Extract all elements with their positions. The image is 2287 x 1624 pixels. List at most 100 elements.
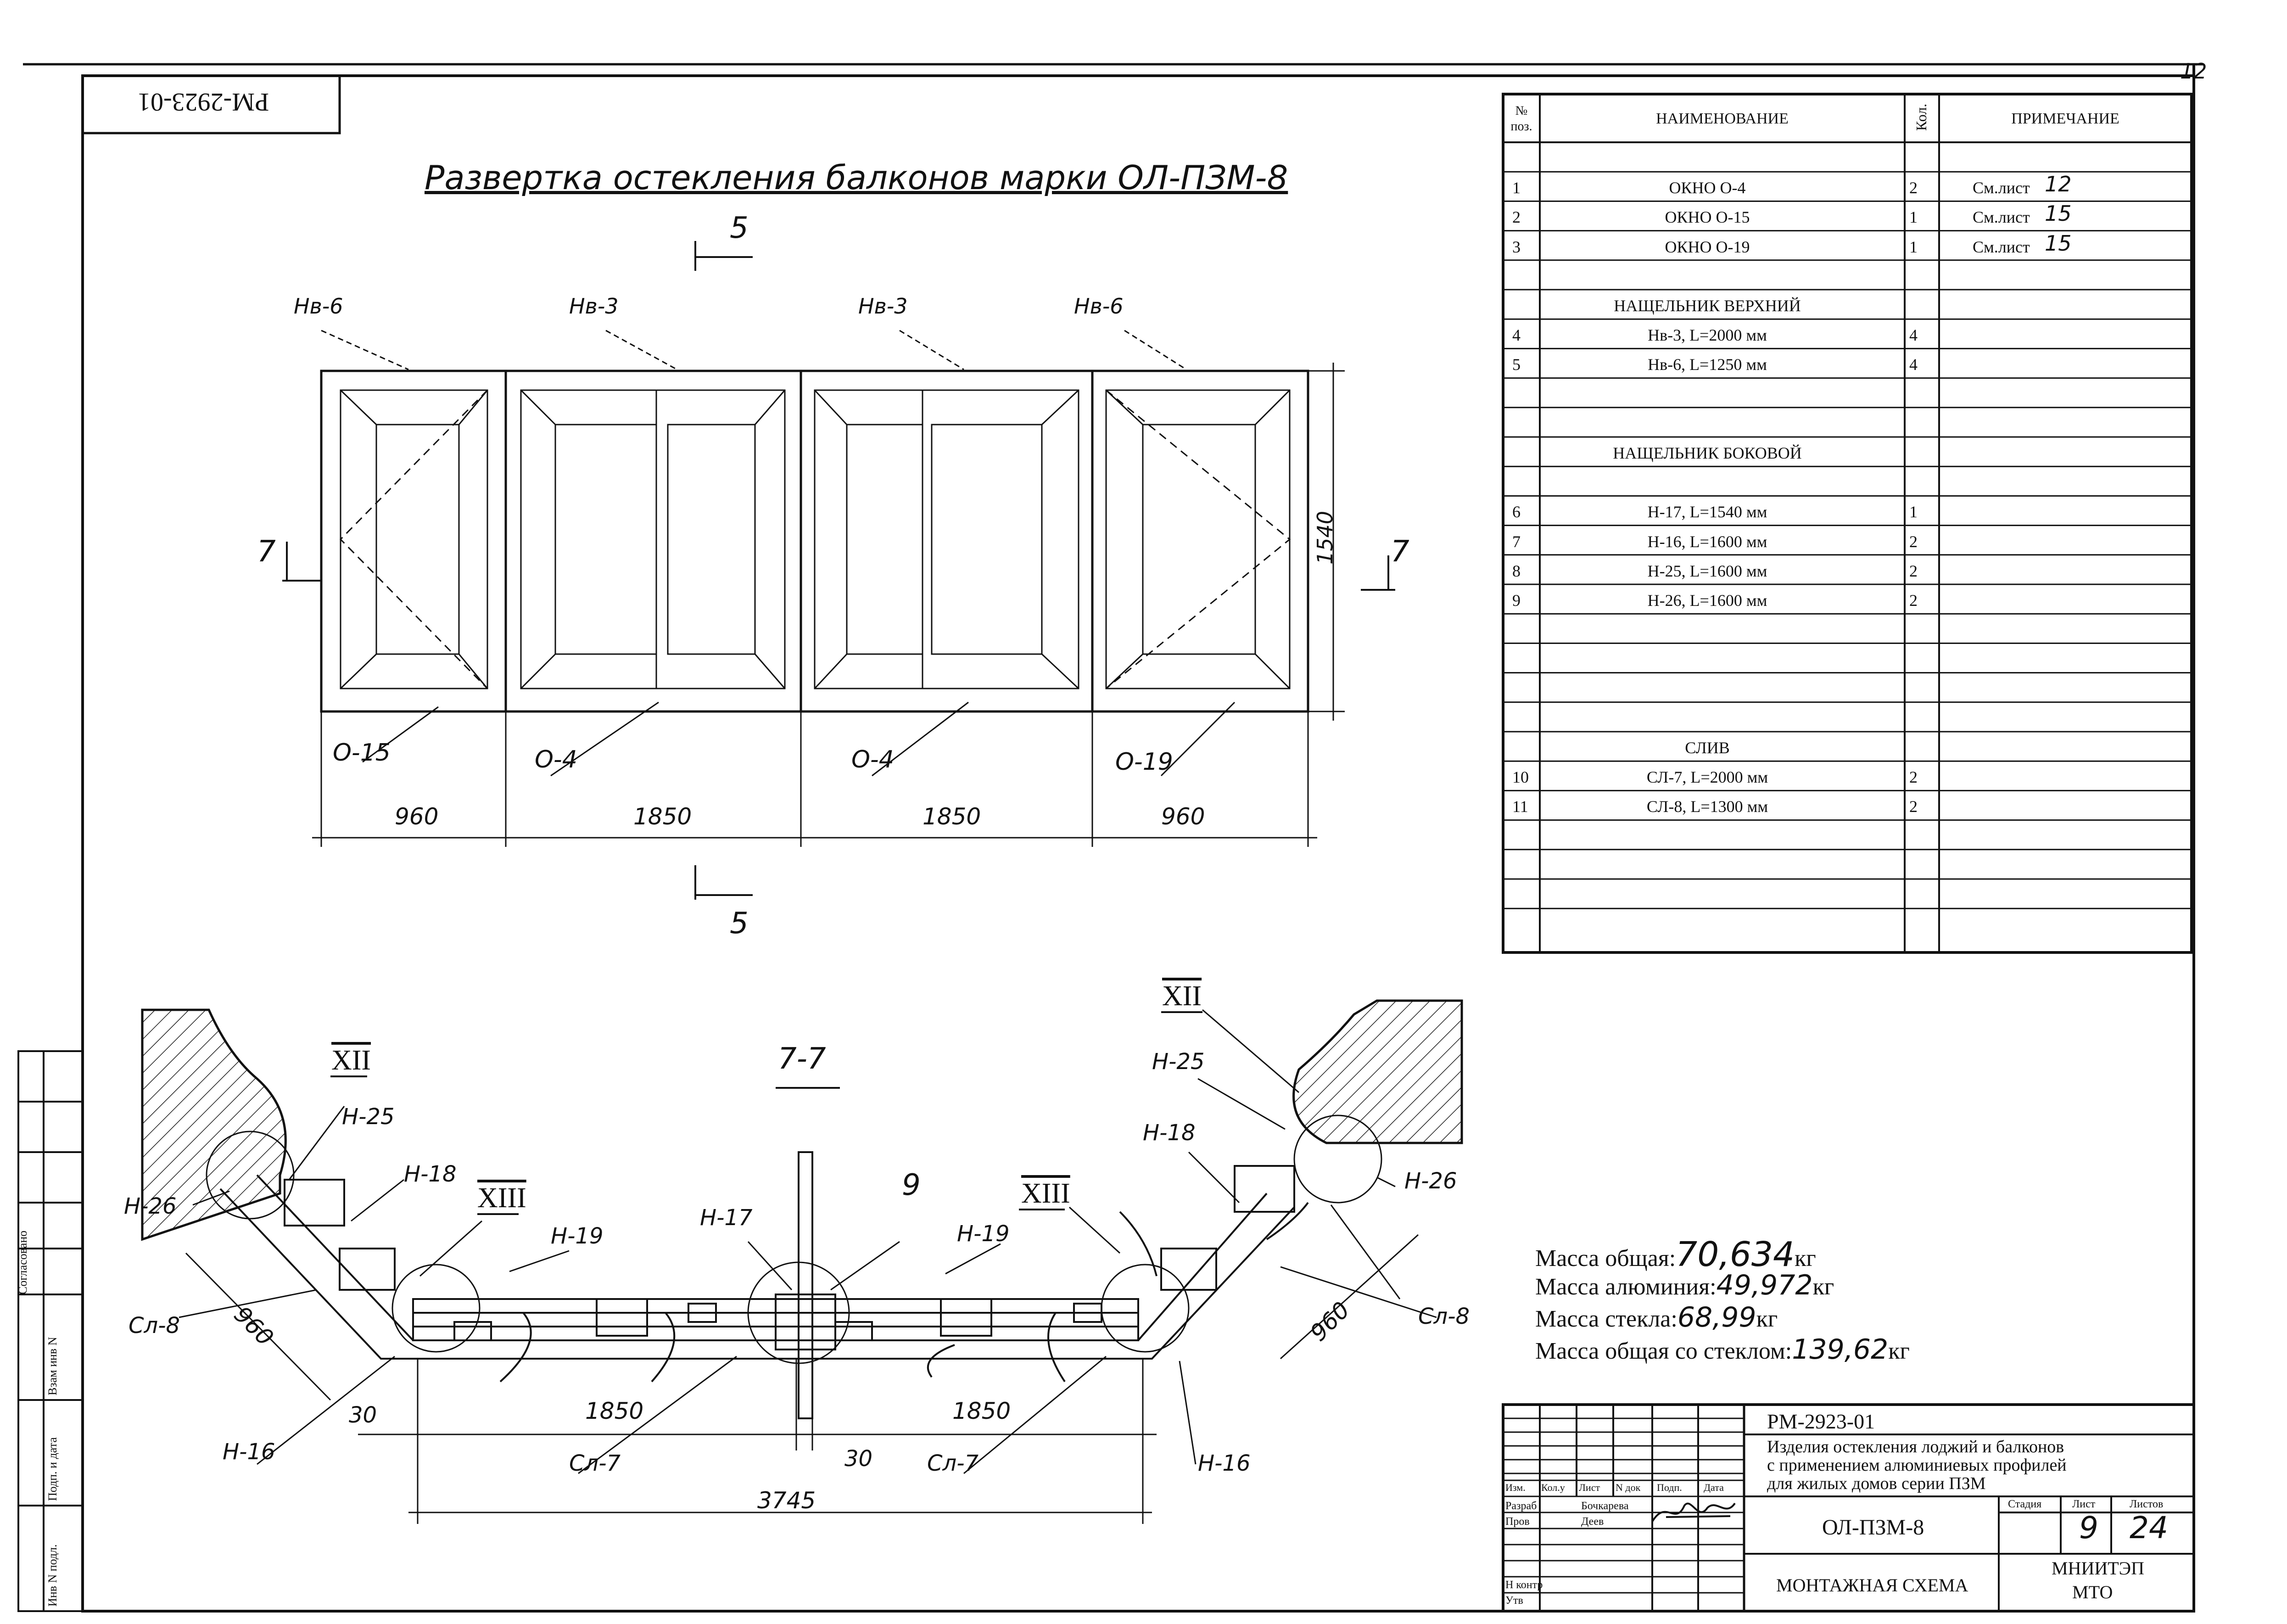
mass-total-value: 70,634 bbox=[1676, 1235, 1795, 1274]
spec-note-sheet: 15 bbox=[2045, 201, 2072, 226]
label-h16-right: Н-16 bbox=[1198, 1450, 1251, 1476]
mass-with-glass-value: 139,62 bbox=[1792, 1333, 1889, 1366]
mass-with-glass-unit: кг bbox=[1888, 1338, 1910, 1364]
stamp-list-label: Лист bbox=[2072, 1498, 2096, 1510]
spec-pos: 3 bbox=[1512, 237, 1521, 256]
mass-alu-unit: кг bbox=[1812, 1274, 1834, 1300]
window-o19 bbox=[1105, 389, 1291, 689]
detail-xii-left: XII bbox=[331, 1045, 371, 1076]
glazing-profile bbox=[219, 1151, 1309, 1419]
wall-right bbox=[1292, 999, 1463, 1144]
stamp-col-podp: Подп. bbox=[1657, 1482, 1682, 1493]
stamp-desc-1: Изделия остекления лоджий и балконов bbox=[1767, 1437, 2064, 1456]
label-sl7-left: Сл-7 bbox=[569, 1450, 621, 1476]
label-h19-left: Н-19 bbox=[551, 1223, 604, 1249]
label-h17: Н-17 bbox=[700, 1205, 753, 1231]
section-5-bottom: 5 bbox=[730, 907, 749, 941]
mass-total-label: Масса общая: bbox=[1535, 1245, 1676, 1271]
dim-30-left: 30 bbox=[349, 1402, 377, 1428]
mass-total-unit: кг bbox=[1795, 1245, 1816, 1271]
spec-row: 11 СЛ-8, L=1300 мм 2 bbox=[1503, 790, 2192, 820]
side-podp-data: Подп. и дата bbox=[46, 1437, 59, 1501]
width-960-left: 960 bbox=[395, 803, 439, 830]
spec-name: СЛ-8, L=1300 мм bbox=[1646, 797, 1768, 816]
section-5-top: 5 bbox=[730, 211, 749, 245]
dimension-lines bbox=[312, 363, 1345, 847]
spec-header-pos: № поз. bbox=[1510, 104, 1532, 134]
drawing-title: Развертка остекления балконов марки ОЛ-П… bbox=[425, 158, 1288, 197]
side-soglasovano: Согласовано bbox=[16, 1230, 29, 1294]
sheet-frame bbox=[23, 63, 2203, 1613]
spec-pos: 11 bbox=[1512, 797, 1528, 816]
label-nv3-right: Нв-3 bbox=[858, 294, 908, 319]
spec-qty: 4 bbox=[1909, 355, 1918, 374]
stamp-razrab: Разраб bbox=[1505, 1500, 1537, 1512]
spec-pos: 7 bbox=[1512, 532, 1521, 551]
stamp-lists-number: 24 bbox=[2130, 1510, 2168, 1546]
label-sl8-right: Сл-8 bbox=[1418, 1304, 1470, 1329]
spec-qty: 4 bbox=[1909, 326, 1918, 345]
stamp-prov: Пров bbox=[1505, 1516, 1530, 1528]
title-block-rows bbox=[1503, 1417, 1744, 1594]
stamp-prov-name: Деев bbox=[1581, 1516, 1604, 1528]
label-h19-right: Н-19 bbox=[957, 1221, 1010, 1247]
stamp-col-ndok: N док bbox=[1616, 1482, 1641, 1493]
label-o15: О-15 bbox=[333, 739, 391, 767]
spec-name: Нв-3, L=2000 мм bbox=[1648, 326, 1767, 345]
spec-qty: 2 bbox=[1909, 179, 1918, 197]
label-h18-right: Н-18 bbox=[1143, 1120, 1196, 1146]
window-o4-left bbox=[520, 389, 786, 689]
label-o19: О-19 bbox=[1115, 748, 1173, 776]
mass-glass: Масса стекла:68,99кг bbox=[1535, 1301, 1778, 1333]
side-inv-podl: Инв N подл. bbox=[46, 1544, 59, 1607]
sheet-corner-number: 12 bbox=[2180, 59, 2207, 84]
label-h18-left: Н-18 bbox=[404, 1161, 457, 1187]
stamp-lists-label: Листов bbox=[2130, 1498, 2164, 1510]
stamp-col-data: Дата bbox=[1704, 1482, 1724, 1493]
stamp-list-number: 9 bbox=[2079, 1510, 2098, 1546]
spec-name: Н-26, L=1600 мм bbox=[1647, 591, 1767, 610]
spec-name: Нв-6, L=1250 мм bbox=[1648, 355, 1767, 374]
stamp-org-2: МТО bbox=[2072, 1582, 2113, 1602]
stamp-nkontr: Н контр bbox=[1505, 1579, 1543, 1591]
spec-pos: 5 bbox=[1512, 355, 1521, 374]
spec-name: НАЩЕЛЬНИК БОКОВОЙ bbox=[1613, 444, 1802, 462]
label-nv6-left: Нв-6 bbox=[294, 294, 343, 319]
spec-pos: 6 bbox=[1512, 503, 1521, 521]
spec-header-name: НАИМЕНОВАНИЕ bbox=[1656, 110, 1789, 127]
doc-code-mirrored: РМ-2923-01 bbox=[138, 88, 269, 116]
spec-pos: 9 bbox=[1512, 591, 1521, 610]
label-h16-left: Н-16 bbox=[223, 1439, 275, 1465]
label-h25-right: Н-25 bbox=[1152, 1049, 1205, 1075]
spec-qty: 2 bbox=[1909, 768, 1918, 787]
stamp-stage-label: Стадия bbox=[2008, 1498, 2042, 1510]
label-nv6-right: Нв-6 bbox=[1074, 294, 1124, 319]
spec-qty: 1 bbox=[1909, 503, 1918, 521]
spec-name: ОКНО О-15 bbox=[1665, 208, 1750, 227]
spec-qty: 1 bbox=[1909, 208, 1918, 227]
stamp-sheet-title: МОНТАЖНАЯ СХЕМА bbox=[1776, 1575, 1968, 1596]
spec-pos: 8 bbox=[1512, 561, 1521, 580]
label-sl7-right: Сл-7 bbox=[927, 1450, 979, 1476]
section-7-right: 7 bbox=[1391, 535, 1409, 569]
spec-note: См.лист bbox=[1973, 179, 2030, 197]
dim-30-center: 30 bbox=[844, 1446, 873, 1472]
height-dimension: 1540 bbox=[1313, 510, 1337, 565]
mass-alu-label: Масса алюминия: bbox=[1535, 1274, 1717, 1300]
mass-with-glass-label: Масса общая со стеклом: bbox=[1535, 1338, 1792, 1364]
plan-dimensions bbox=[185, 1234, 1419, 1524]
spec-qty: 1 bbox=[1909, 237, 1918, 256]
stamp-item-name: ОЛ-ПЗМ-8 bbox=[1822, 1515, 1924, 1540]
side-stamp bbox=[17, 1050, 84, 1612]
plan-leaders bbox=[179, 1009, 1437, 1474]
detail-circles bbox=[206, 1114, 1382, 1364]
spec-name: СЛ-7, L=2000 мм bbox=[1646, 768, 1768, 787]
spec-qty: 2 bbox=[1909, 797, 1918, 816]
mass-glass-label: Масса стекла: bbox=[1535, 1306, 1678, 1332]
window-o15 bbox=[339, 389, 488, 689]
mass-aluminium: Масса алюминия:49,972кг bbox=[1535, 1269, 1834, 1301]
stamp-desc-3: для жилых домов серии ПЗМ bbox=[1767, 1474, 1986, 1493]
spec-pos: 2 bbox=[1512, 208, 1521, 227]
